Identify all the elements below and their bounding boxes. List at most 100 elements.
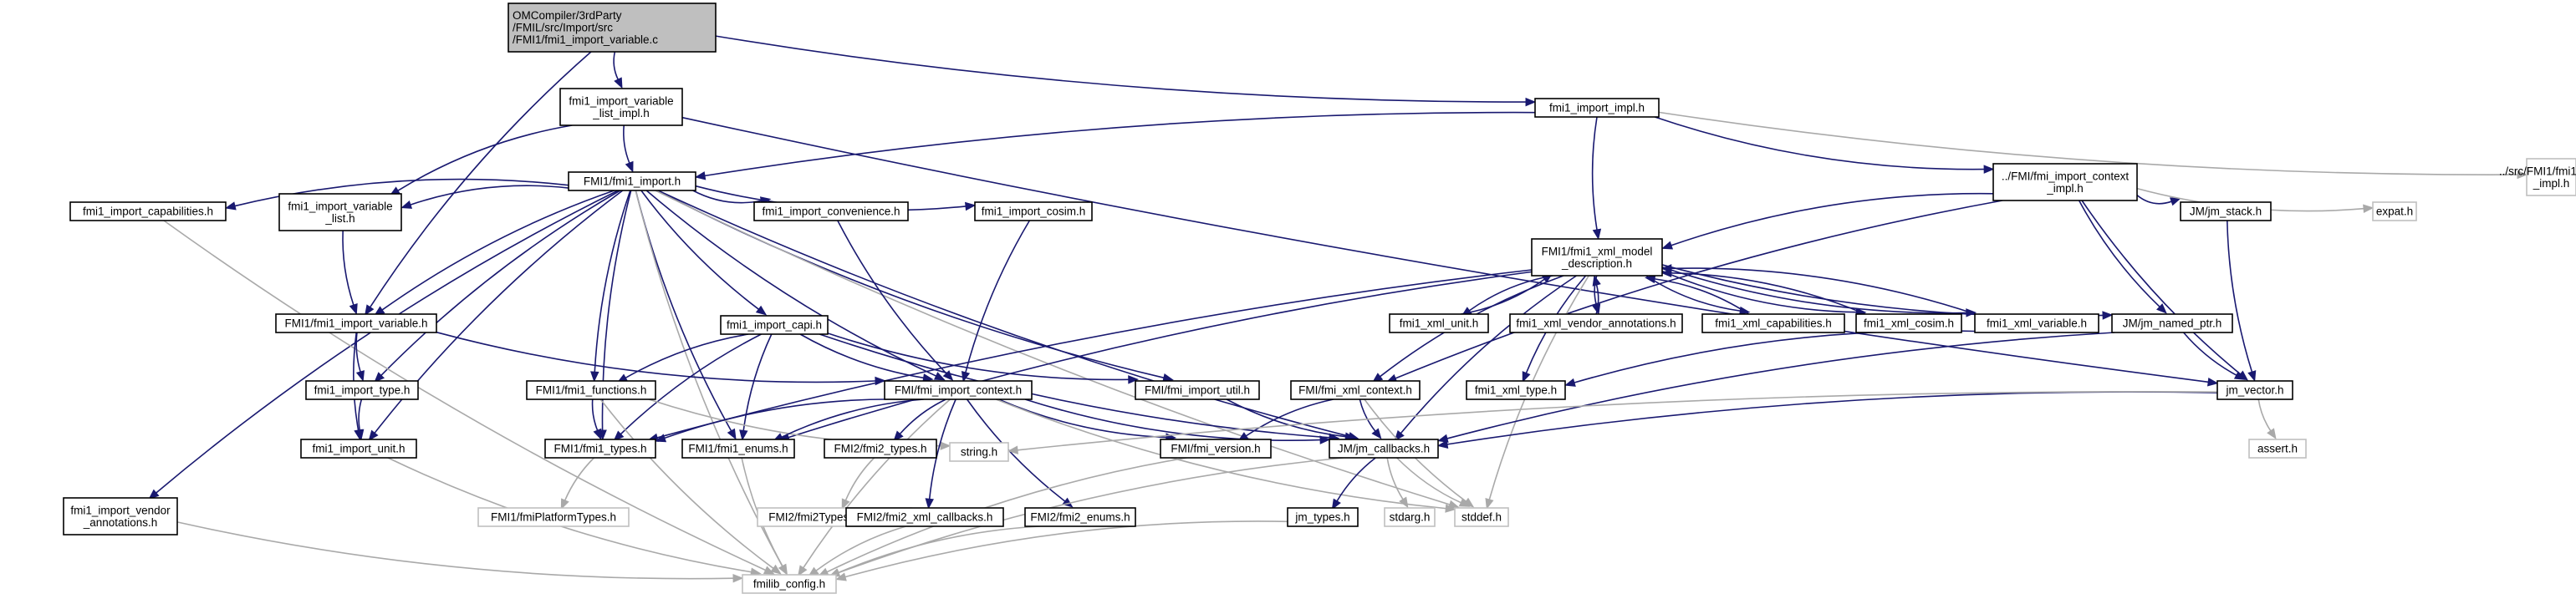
node-label: fmi1_import_variable [569,94,673,107]
node-ctx-impl[interactable]: ../FMI/fmi_import_context_impl.h [1992,163,2138,201]
node-fmi-ctx[interactable]: FMI/fmi_import_context.h [884,380,1033,400]
node-platform1[interactable]: FMI1/fmiPlatformTypes.h [477,507,630,527]
node-fmilib-config[interactable]: fmilib_config.h [742,574,837,594]
edge-jm_callbacks-to-stdarg [1386,457,1409,509]
node-stdarg[interactable]: stdarg.h [1384,507,1436,527]
node-fmi2-enums[interactable]: FMI2/fmi2_enums.h [1024,507,1136,527]
edge-fmi1_import-to-imp_type [374,190,621,383]
node-label: string.h [961,446,997,459]
node-xml-model[interactable]: FMI1/fmi1_xml_model_description.h [1531,238,1663,277]
node-capi-impl[interactable]: ../src/FMI1/fmi1_capi_impl.h [2499,158,2576,196]
node-box [1135,380,1260,400]
edge-xml_model-to-fmi1_types [647,269,1533,442]
node-label: FMI2/fmi2_xml_callbacks.h [857,511,993,524]
node-box [1701,313,1845,333]
node-xml-ctx[interactable]: FMI/fmi_xml_context.h [1290,380,1421,400]
node-box [845,507,1004,527]
node-imp-unit[interactable]: fmi1_import_unit.h [300,439,417,459]
node-label: assert.h [2257,443,2298,455]
node-box [720,315,829,335]
node-vlist-impl[interactable]: fmi1_import_variable_list_impl.h [559,88,683,126]
edge-var_list-to-imp_variable [342,230,358,315]
node-stddef[interactable]: stddef.h [1454,507,1509,527]
node-box [949,442,1009,462]
node-jm-stack[interactable]: JM/jm_stack.h [2180,201,2272,221]
edge-capi-to-functions [616,333,749,383]
edge-fmi_ctx-to-fmi2_types [893,398,946,442]
node-label: expat.h [2376,206,2413,218]
node-box [559,88,683,126]
node-functions[interactable]: FMI1/fmi1_functions.h [526,380,656,400]
node-xml-capab[interactable]: fmi1_xml_capabilities.h [1701,313,1845,333]
edge-fmi1_import-to-stddef [655,190,1460,509]
edge-ctx_impl-to-jm_stack [2136,195,2181,206]
node-fmi1-enums[interactable]: FMI1/fmi1_enums.h [681,439,795,459]
node-box [63,497,178,535]
node-root[interactable]: OMCompiler/3rdParty/FMIL/src/Import/src/… [508,3,717,53]
node-xml-callbacks[interactable]: FMI2/fmi2_xml_callbacks.h [845,507,1004,527]
edge-imp_variable-to-fmi_ctx [436,331,886,386]
node-jm-callbacks[interactable]: JM/jm_callbacks.h [1329,439,1439,459]
edge-fmi1_import-to-fmi1_types [598,190,632,441]
node-fmi1-types[interactable]: FMI1/fmi1_types.h [544,439,656,459]
edge-xml_variable-to-xml_type [1564,330,1976,387]
node-capi[interactable]: fmi1_import_capi.h [720,315,829,335]
edge-fmi1_import-to-capi [640,190,768,316]
node-box [1290,380,1421,400]
node-box [1531,238,1663,277]
node-label: fmi1_import_type.h [314,384,411,397]
node-box [753,201,909,221]
edge-jm_vector-to-assert [2257,398,2277,439]
node-fmi-version[interactable]: FMI/fmi_version.h [1160,439,1272,459]
edge-vendor_ann-to-fmilib_config [176,521,744,583]
node-label: _list_impl.h [592,107,650,119]
node-label: fmi1_import_vendor [70,504,171,516]
node-box [2526,158,2576,196]
node-imp-type[interactable]: fmi1_import_type.h [305,380,419,400]
node-xml-vendor[interactable]: fmi1_xml_vendor_annotations.h [1509,313,1683,333]
node-capabilities[interactable]: fmi1_import_capabilities.h [69,201,227,221]
node-expat[interactable]: expat.h [2372,201,2417,221]
node-label: _annotations.h [83,516,158,529]
edge-jm_callbacks-to-jm_types [1331,457,1376,510]
node-xml-cosim[interactable]: fmi1_xml_cosim.h [1855,313,1962,333]
node-convenience[interactable]: fmi1_import_convenience.h [753,201,909,221]
node-jm-vector[interactable]: jm_vector.h [2216,380,2293,400]
edge-import_impl-to-xml_model [1591,116,1602,241]
edge-named_ptr-to-jm_callbacks [1436,332,2114,443]
node-box [1389,313,1489,333]
edge-ctx_impl-to-jm_vector [2081,200,2249,381]
node-xml-unit[interactable]: fmi1_xml_unit.h [1389,313,1489,333]
edge-imp_type-to-imp_unit [355,398,365,441]
node-fmi2-types[interactable]: FMI2/fmi2_types.h [824,439,937,459]
node-fmi1-import[interactable]: FMI1/fmi1_import.h [568,171,696,191]
node-xml-variable[interactable]: fmi1_xml_variable.h [1974,313,2099,333]
edge-vlist_impl-to-fmi1_import [623,124,634,173]
node-label: ../src/FMI1/fmi1_capi [2499,165,2576,177]
node-cosim[interactable]: fmi1_import_cosim.h [974,201,1093,221]
edge-xml_capab-to-xml_model [1644,274,1750,315]
node-label: stddef.h [1461,511,1502,524]
node-string[interactable]: string.h [949,442,1009,462]
node-label: /FMI1/fmi1_import_variable.c [513,33,658,46]
edge-fmi1_import-to-fmi1_enums [635,190,737,440]
node-named-ptr[interactable]: JM/jm_named_ptr.h [2111,313,2233,333]
node-fmi-util[interactable]: FMI/fmi_import_util.h [1135,380,1260,400]
node-label: ../FMI/fmi_import_context [2002,170,2130,182]
node-label: fmi1_xml_capabilities.h [1715,317,1832,330]
node-box [1974,313,2099,333]
node-xml-type[interactable]: fmi1_xml_type.h [1466,380,1566,400]
edge-named_ptr-to-jm_vector [2183,332,2246,380]
node-label: fmi1_import_unit.h [312,443,405,455]
edge-capabilities-to-fmilib_config [163,220,775,575]
node-import-impl[interactable]: fmi1_import_impl.h [1534,98,1660,118]
node-label: JM/jm_named_ptr.h [2123,317,2222,330]
node-imp-variable[interactable]: FMI1/fmi1_import_variable.h [275,313,437,333]
node-label: _impl.h [2046,182,2084,195]
node-vendor-ann[interactable]: fmi1_import_vendor_annotations.h [63,497,178,535]
edge-ctx_impl-to-xml_model [1661,192,1994,250]
node-box [1384,507,1436,527]
node-assert[interactable]: assert.h [2248,439,2307,459]
node-var-list[interactable]: fmi1_import_variable_list.h [278,193,402,231]
node-jm-types[interactable]: jm_types.h [1287,507,1359,527]
